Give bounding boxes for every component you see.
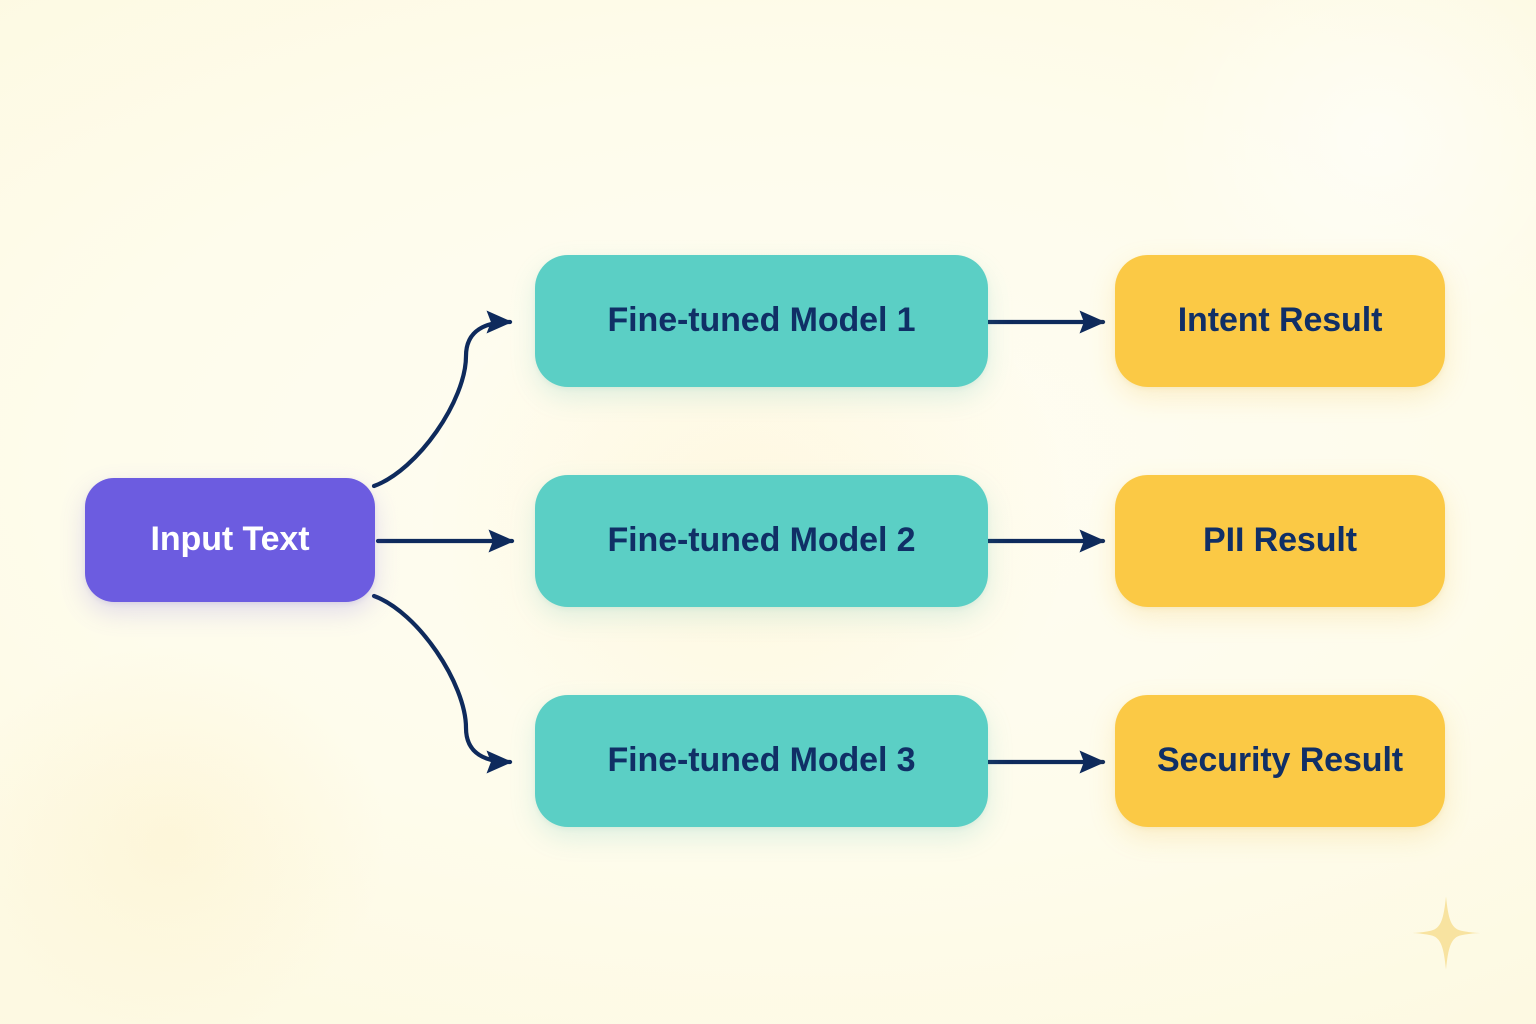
node-fine-tuned-model-2[interactable]: Fine-tuned Model 2 xyxy=(535,475,988,607)
node-input-text-label: Input Text xyxy=(150,520,310,559)
node-security-result[interactable]: Security Result xyxy=(1115,695,1445,827)
node-security-result-label: Security Result xyxy=(1156,741,1404,780)
node-fine-tuned-model-1-label: Fine-tuned Model 1 xyxy=(607,301,916,340)
node-pii-result[interactable]: PII Result xyxy=(1115,475,1445,607)
node-fine-tuned-model-2-label: Fine-tuned Model 2 xyxy=(607,521,916,560)
node-fine-tuned-model-3[interactable]: Fine-tuned Model 3 xyxy=(535,695,988,827)
node-input-text[interactable]: Input Text xyxy=(85,478,375,602)
node-intent-result-label: Intent Result xyxy=(1177,301,1383,340)
edge-input-to-model-1 xyxy=(371,310,513,489)
node-fine-tuned-model-1[interactable]: Fine-tuned Model 1 xyxy=(535,255,988,387)
node-fine-tuned-model-3-label: Fine-tuned Model 3 xyxy=(607,741,916,780)
node-intent-result[interactable]: Intent Result xyxy=(1115,255,1445,387)
node-pii-result-label: PII Result xyxy=(1203,521,1357,560)
edge-input-to-model-3 xyxy=(371,593,513,774)
